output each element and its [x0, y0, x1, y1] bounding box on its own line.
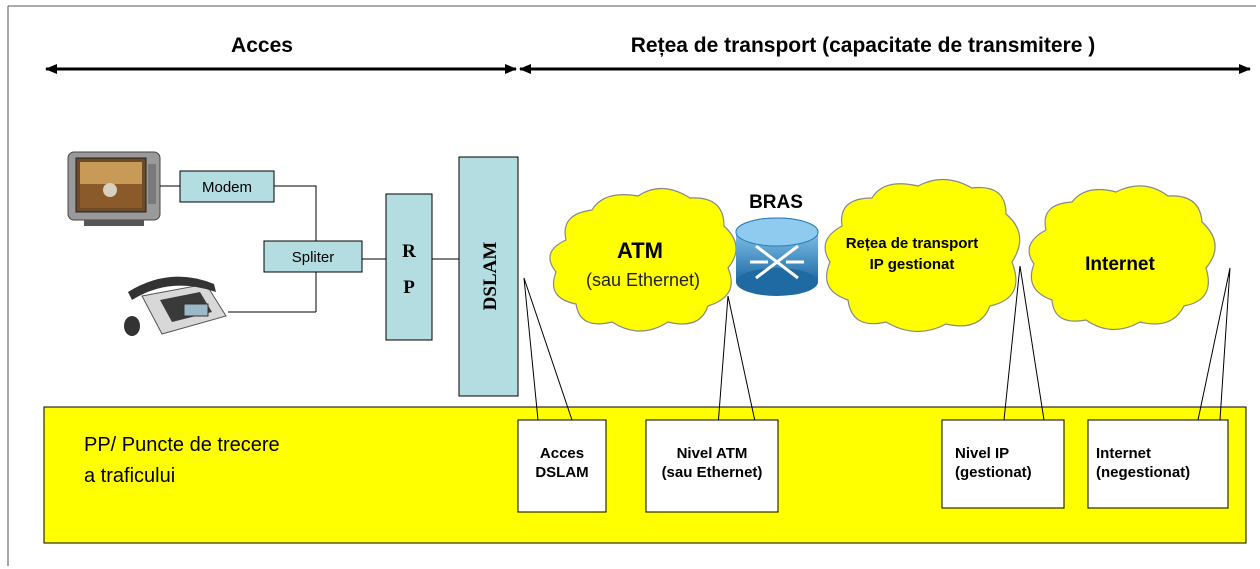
access-wiring	[160, 185, 459, 313]
bras-label: BRAS	[749, 192, 803, 213]
internet-cloud	[1028, 185, 1216, 331]
callout-internet-line1: Internet	[1096, 445, 1151, 462]
ip-cloud-label-line2: IP gestionat	[870, 256, 955, 273]
traffic-band-title-line2: a traficului	[84, 465, 175, 487]
ip-cloud-label-line1: Rețea de transport	[846, 235, 979, 252]
atm-cloud	[549, 187, 737, 332]
transport-header-label: Rețea de transport (capacitate de transm…	[631, 34, 1095, 57]
callout-internet-line2: (negestionat)	[1096, 464, 1190, 481]
modem-box	[179, 170, 275, 203]
splitter-label: Spliter	[292, 249, 335, 266]
dslam-box	[458, 156, 519, 397]
access-header-label: Acces	[231, 34, 293, 57]
rp-label-line2: P	[403, 277, 415, 298]
atm-cloud-subtitle: (sau Ethernet)	[586, 270, 700, 290]
callout-pointers	[523, 265, 1231, 427]
traffic-band	[43, 406, 1247, 544]
phone-icon	[124, 276, 227, 336]
modem-label: Modem	[202, 179, 252, 196]
atm-cloud-title: ATM	[617, 238, 663, 263]
dslam-label: DSLAM	[480, 242, 501, 311]
router-icon	[735, 217, 819, 296]
callout-dslam-line1: Acces	[540, 445, 584, 462]
rp-label-line1: R	[402, 241, 416, 262]
ip-transport-cloud	[824, 178, 1021, 333]
splitter-box	[263, 240, 363, 273]
traffic-band-title-line1: PP/ Puncte de trecere	[84, 434, 280, 456]
callout-box-dslam-access	[517, 419, 607, 513]
rp-box	[385, 193, 433, 341]
callout-dslam-line2: DSLAM	[535, 464, 588, 481]
internet-cloud-label: Internet	[1085, 254, 1155, 275]
callout-ip-line2: (gestionat)	[955, 464, 1032, 481]
callout-box-atm-level	[645, 419, 779, 513]
callout-box-ip-level	[941, 419, 1065, 509]
callout-ip-line1: Nivel IP	[955, 445, 1009, 462]
callout-box-internet	[1087, 419, 1229, 509]
tv-icon	[67, 151, 161, 226]
callout-atm-line2: (sau Ethernet)	[662, 464, 763, 481]
callout-atm-line1: Nivel ATM	[677, 445, 748, 462]
